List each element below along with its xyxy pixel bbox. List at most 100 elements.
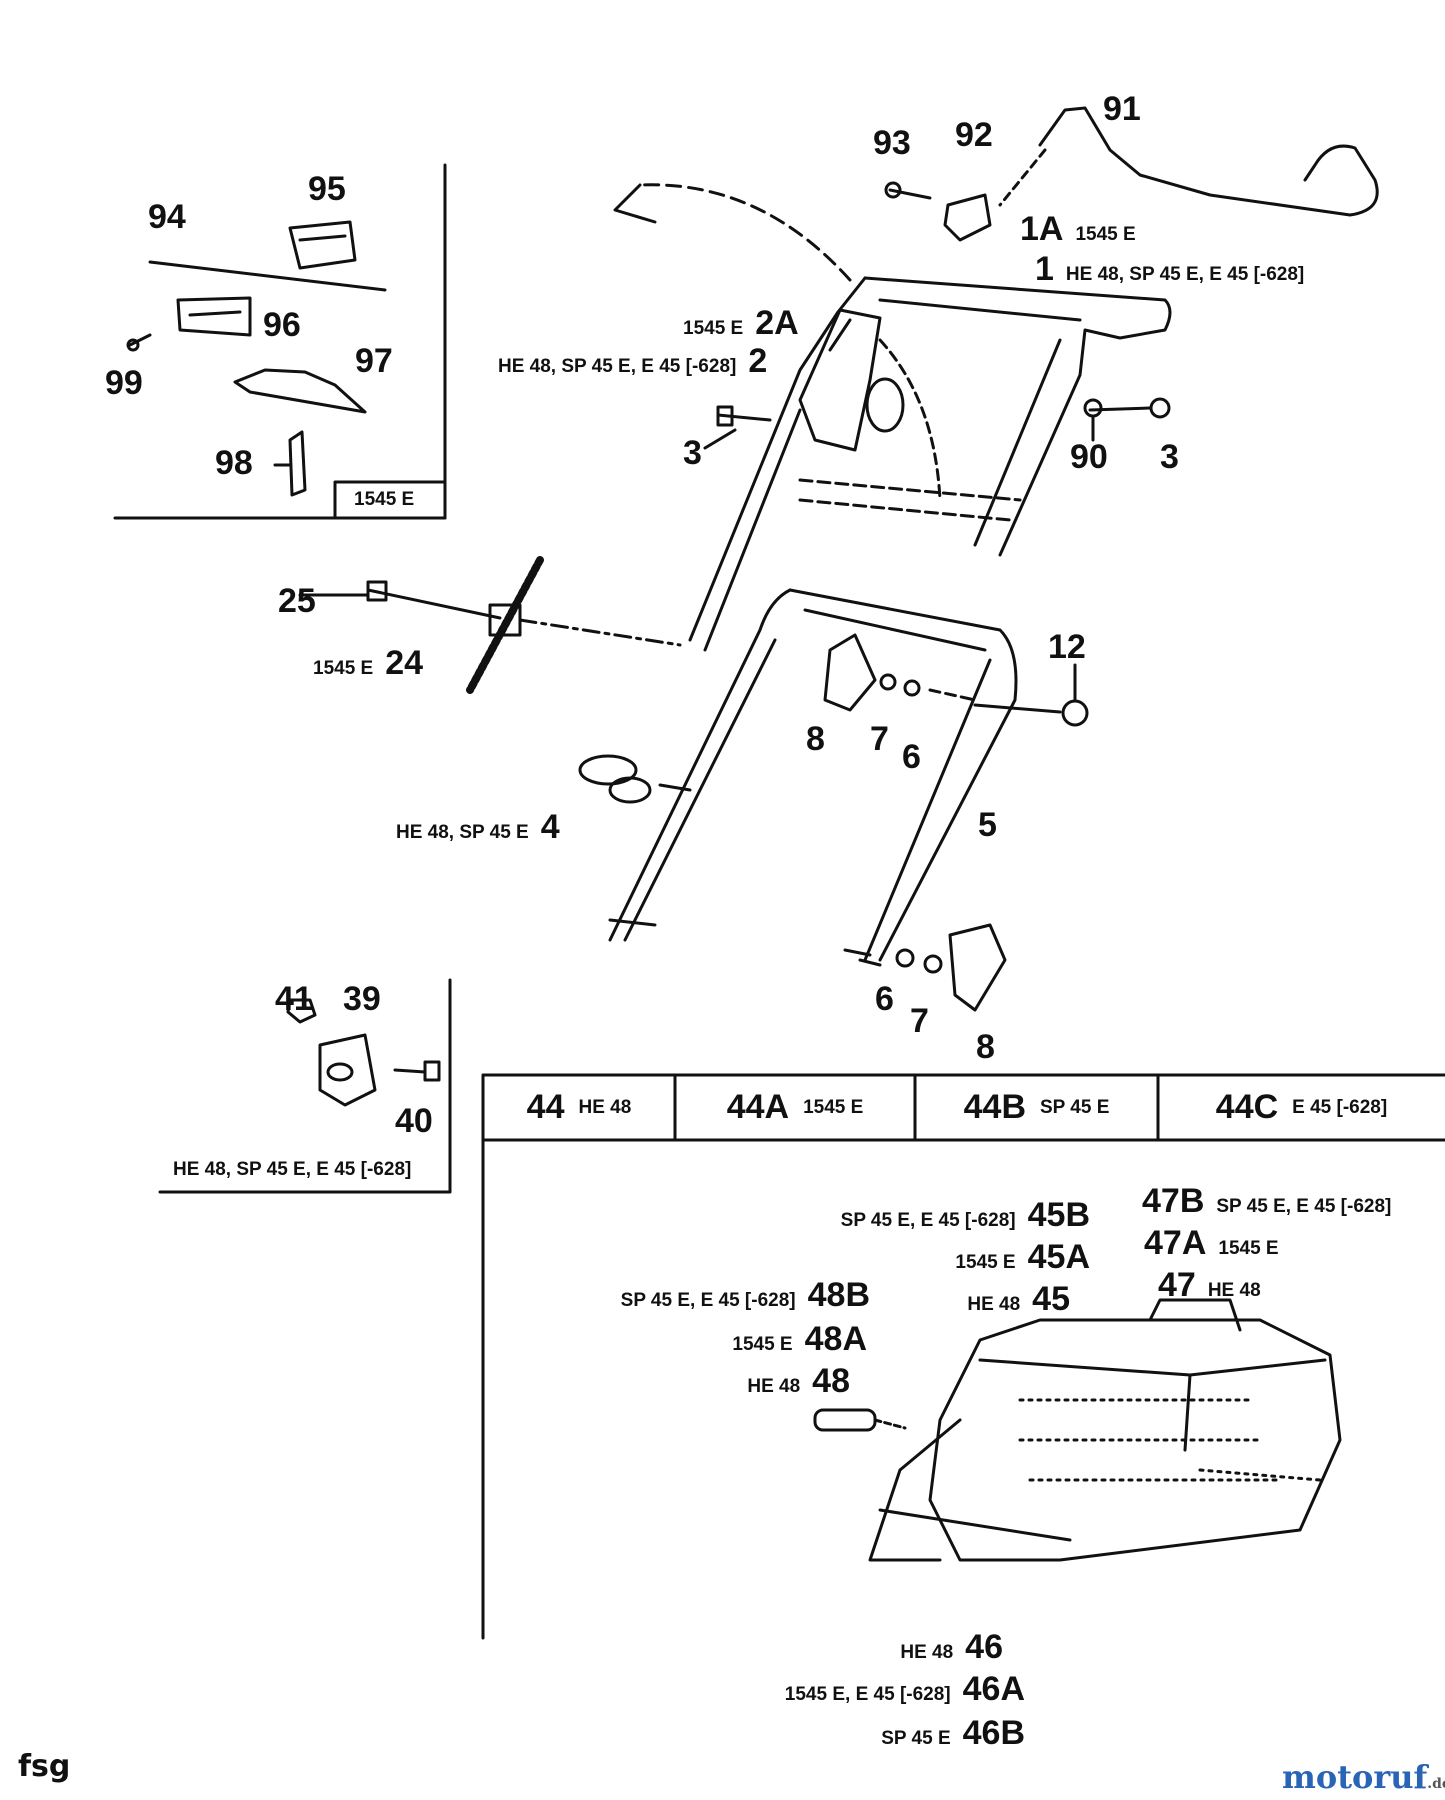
callout-45: HE 48 45	[967, 1282, 1070, 1316]
callout-48b-variant: SP 45 E, E 45 [-628]	[620, 1290, 796, 1311]
callout-40: 40	[395, 1102, 433, 1140]
callout-97: 97	[355, 342, 393, 380]
table-cell-44a: 44A 1545 E	[675, 1075, 915, 1140]
callout-1a-variant: 1545 E	[1075, 224, 1136, 245]
callout-4-variant: HE 48, SP 45 E	[396, 822, 529, 843]
table-cell-44c: 44C E 45 [-628]	[1158, 1075, 1445, 1140]
callout-45a: 1545 E 45A	[955, 1240, 1090, 1274]
callout-94: 94	[148, 198, 186, 236]
callout-46-variant: HE 48	[900, 1642, 954, 1663]
callout-2a: 1545 E 2A	[683, 306, 799, 340]
callout-24: 1545 E 24	[313, 646, 423, 680]
table-cell-44a-num: 44A	[726, 1088, 790, 1126]
callout-2-variant: HE 48, SP 45 E, E 45 [-628]	[498, 356, 737, 377]
callout-1-num: 1	[1035, 250, 1054, 288]
grass-catcher-part	[868, 1298, 1342, 1562]
table-cell-44b: 44B SP 45 E	[915, 1075, 1158, 1140]
clamp-39-part	[318, 1033, 377, 1107]
table-cell-44b-num: 44B	[963, 1088, 1026, 1126]
hook-part	[273, 430, 307, 497]
callout-48-variant: HE 48	[747, 1376, 801, 1397]
callout-93: 93	[873, 124, 911, 162]
callout-48b: SP 45 E, E 45 [-628] 48B	[621, 1278, 870, 1312]
inset-clamp-label: HE 48, SP 45 E, E 45 [-628]	[173, 1159, 412, 1180]
callout-48a-num: 48A	[804, 1320, 867, 1358]
callout-1a: 1A 1545 E	[1020, 212, 1136, 246]
callout-46a-num: 46A	[962, 1670, 1025, 1708]
callout-1: 1 HE 48, SP 45 E, E 45 [-628]	[1035, 252, 1304, 286]
callout-6-lower: 6	[875, 980, 894, 1018]
callout-46b: SP 45 E 46B	[881, 1716, 1025, 1750]
callout-46b-num: 46B	[962, 1714, 1025, 1752]
knob-part	[928, 663, 1089, 727]
callout-45b: SP 45 E, E 45 [-628] 45B	[841, 1198, 1090, 1232]
callout-25: 25	[278, 582, 316, 620]
upper-handle-part	[688, 276, 1172, 652]
callout-12: 12	[1048, 628, 1086, 666]
callout-46-num: 46	[965, 1628, 1003, 1666]
callout-46a: 1545 E, E 45 [-628] 46A	[785, 1672, 1025, 1706]
callout-47: 47 HE 48	[1158, 1268, 1261, 1302]
table-cell-44: 44 HE 48	[483, 1075, 675, 1140]
bracket-lower-part	[843, 923, 1007, 1012]
grass-catcher-table-frame	[481, 1073, 1445, 1640]
callout-47a-num: 47A	[1144, 1224, 1207, 1262]
callout-95: 95	[308, 170, 346, 208]
callout-46a-variant: 1545 E, E 45 [-628]	[784, 1684, 951, 1705]
height-adjuster-part	[298, 556, 682, 694]
callout-47a-variant: 1545 E	[1218, 1238, 1279, 1259]
cable-rod-part	[148, 260, 387, 292]
watermark-suffix: .de	[1427, 1776, 1445, 1792]
table-cell-44-num: 44	[526, 1088, 565, 1126]
callout-1a-num: 1A	[1020, 210, 1064, 248]
callout-47b-variant: SP 45 E, E 45 [-628]	[1216, 1196, 1392, 1217]
callout-48-num: 48	[812, 1362, 850, 1400]
callout-48a: 1545 E 48A	[732, 1322, 867, 1356]
watermark: motoruf.de	[1282, 1758, 1445, 1796]
callout-47-variant: HE 48	[1207, 1280, 1261, 1301]
cable-connector-part	[288, 220, 357, 270]
callout-45a-num: 45A	[1027, 1238, 1090, 1276]
callout-45b-variant: SP 45 E, E 45 [-628]	[840, 1210, 1016, 1231]
nut-41-part	[286, 998, 317, 1024]
callout-24-variant: 1545 E	[313, 658, 374, 679]
table-cell-44c-num: 44C	[1215, 1088, 1279, 1126]
callout-47-num: 47	[1158, 1266, 1196, 1304]
clamp-part	[578, 754, 692, 804]
callout-90: 90	[1070, 438, 1108, 476]
callout-91: 91	[1103, 90, 1141, 128]
callout-46: HE 48 46	[900, 1630, 1003, 1664]
table-cell-44c-variant: E 45 [-628]	[1292, 1096, 1388, 1118]
corner-code: fsg	[18, 1749, 71, 1784]
table-cell-44b-variant: SP 45 E	[1040, 1096, 1110, 1118]
callout-24-num: 24	[385, 644, 424, 682]
callout-7-upper: 7	[870, 720, 889, 758]
inset-top-left-label: 1545 E	[354, 489, 415, 510]
callout-47b: 47B SP 45 E, E 45 [-628]	[1142, 1184, 1391, 1218]
spring-part	[233, 368, 367, 414]
callout-46b-variant: SP 45 E	[881, 1728, 951, 1749]
cable-cover-part	[176, 296, 252, 337]
screw-40-part	[393, 1060, 441, 1082]
callout-8-upper: 8	[806, 720, 825, 758]
cable-part	[998, 106, 1379, 217]
callout-99: 99	[105, 364, 143, 402]
table-cell-44-variant: HE 48	[578, 1096, 632, 1118]
callout-4: HE 48, SP 45 E 4	[396, 810, 560, 844]
callout-41: 41	[275, 980, 313, 1018]
table-cell-44a-variant: 1545 E	[803, 1096, 864, 1118]
callout-6-upper: 6	[902, 738, 921, 776]
motion-arrow	[613, 183, 942, 502]
callout-4-num: 4	[540, 808, 560, 846]
callout-2a-num: 2A	[755, 304, 799, 342]
callout-2: HE 48, SP 45 E, E 45 [-628] 2	[498, 344, 767, 378]
callout-2a-variant: 1545 E	[683, 318, 744, 339]
callout-96: 96	[263, 306, 301, 344]
switch-housing-part	[798, 308, 905, 452]
inset-frame-top-left	[113, 163, 447, 520]
callout-3-right: 3	[1160, 438, 1179, 476]
inset-frame-clamp	[158, 978, 452, 1194]
callout-92: 92	[955, 116, 993, 154]
callout-39: 39	[343, 980, 381, 1018]
